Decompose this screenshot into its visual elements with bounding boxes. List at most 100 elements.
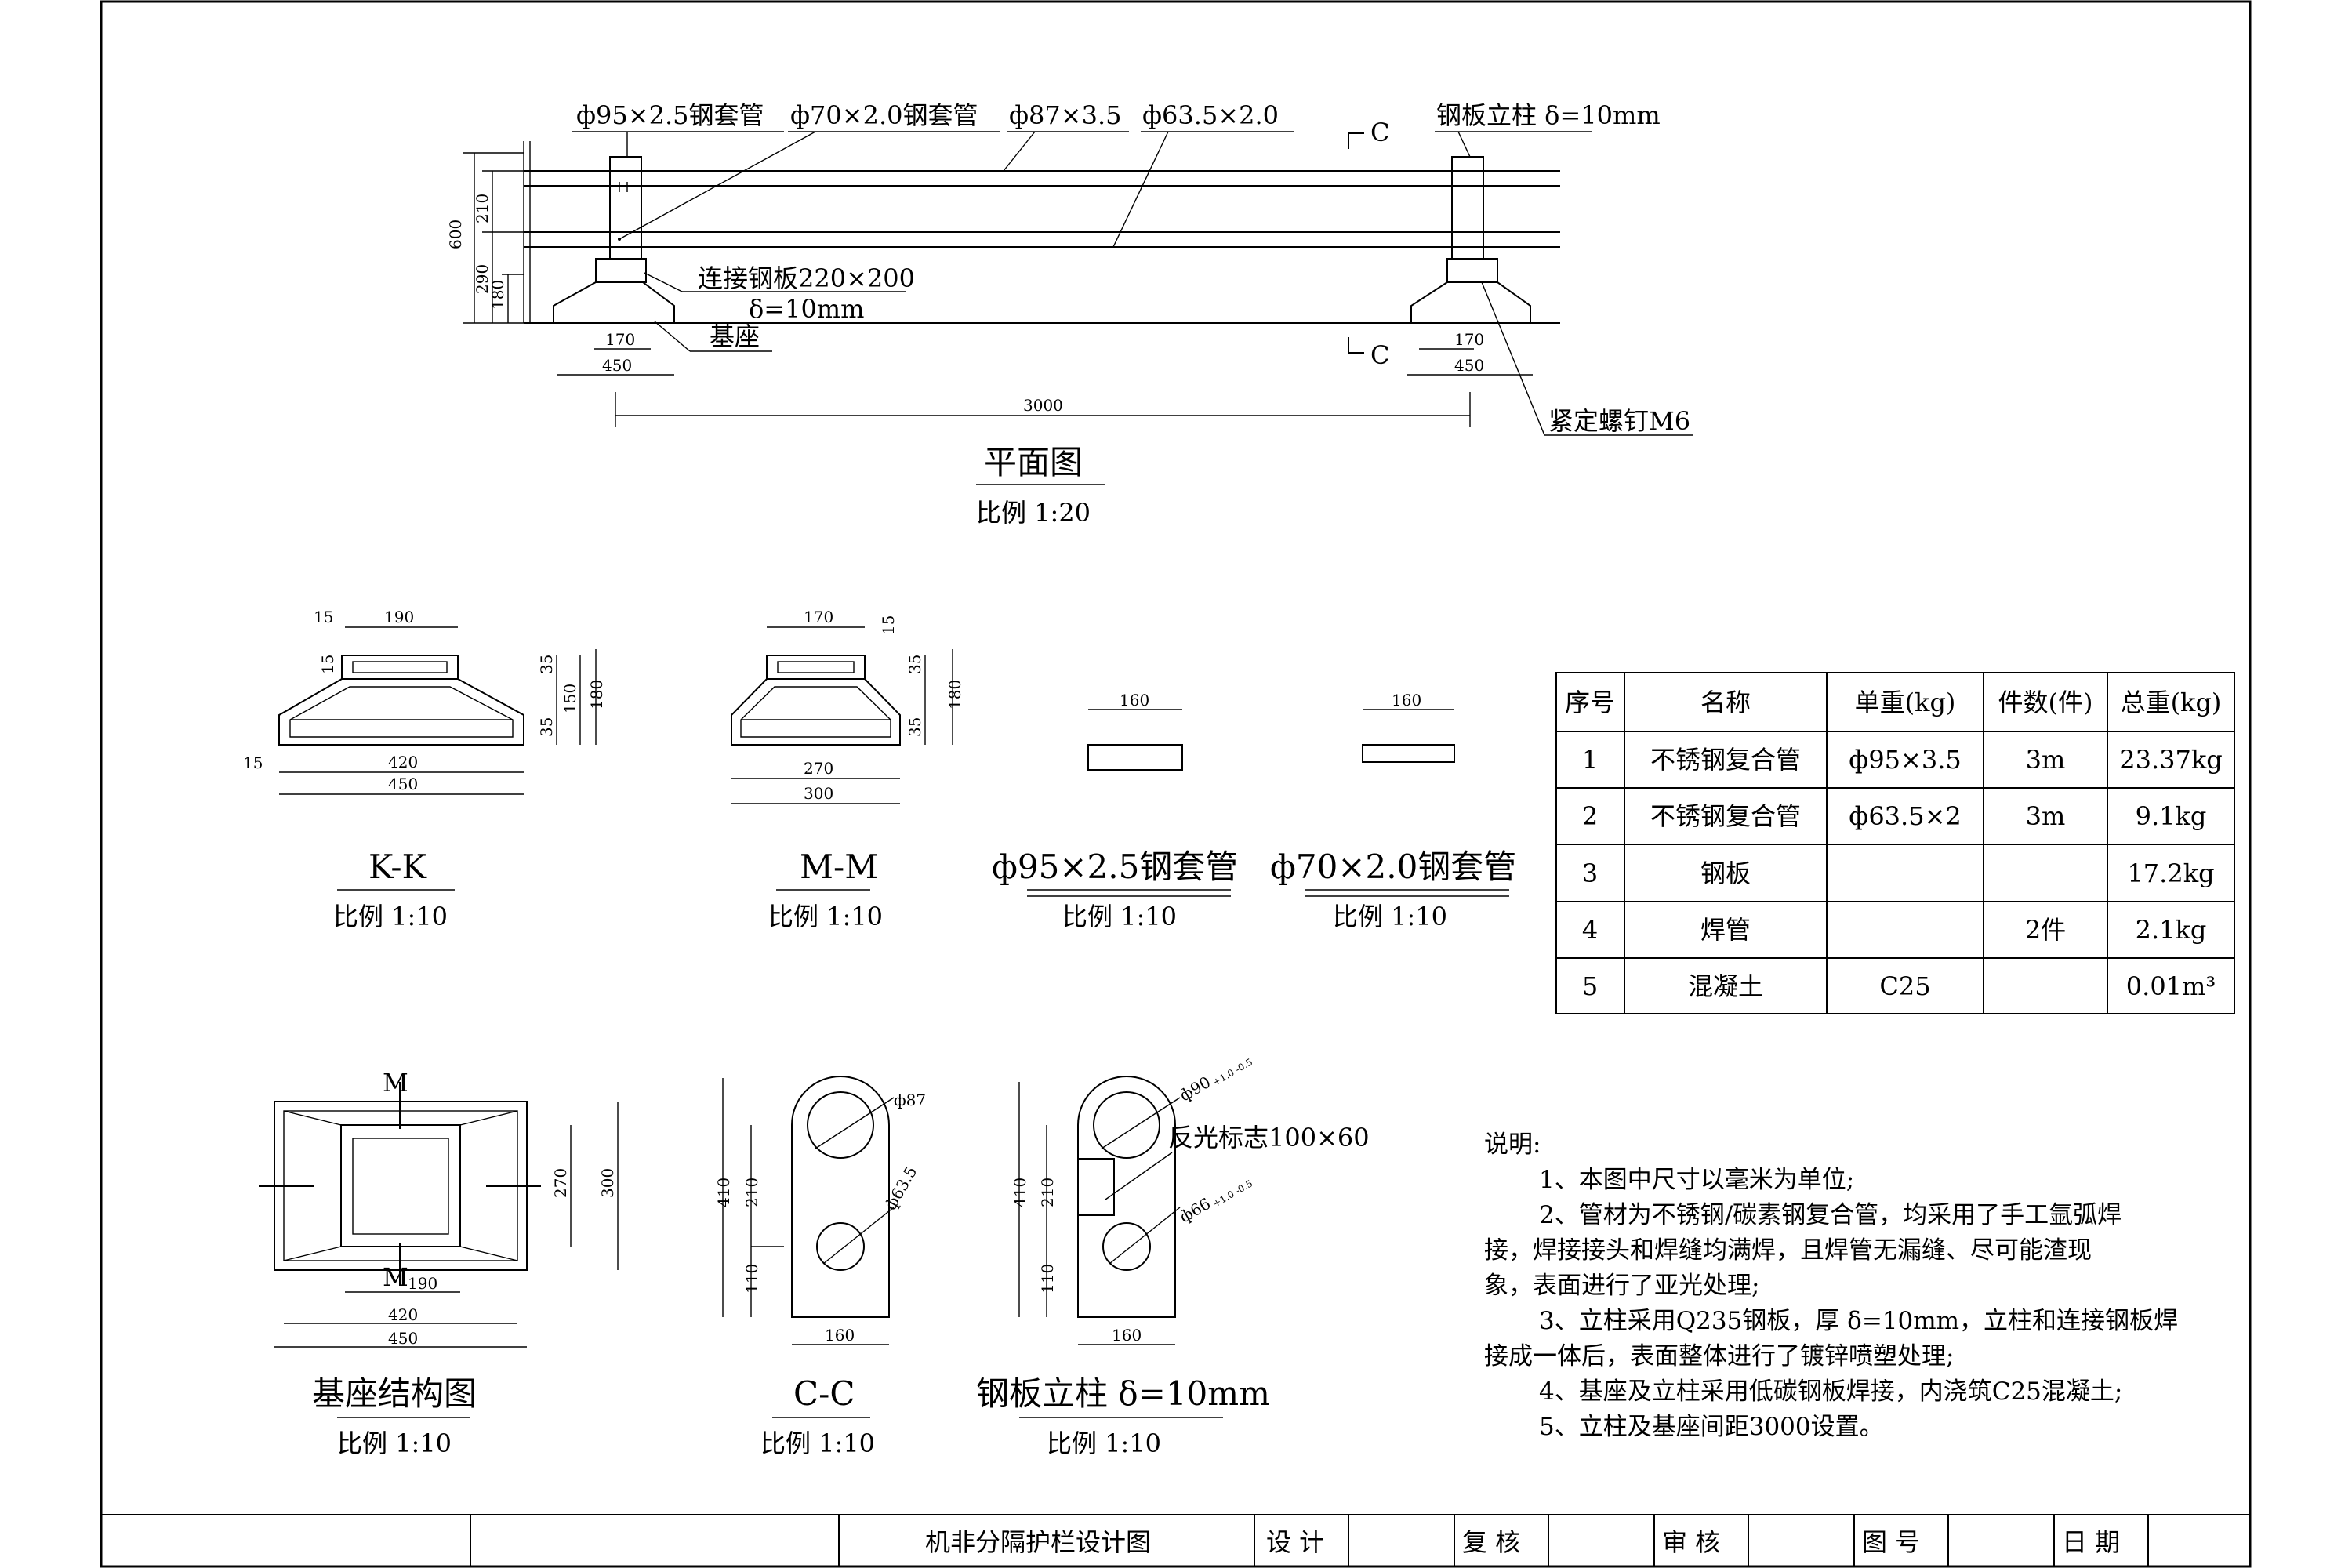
table-header-cell: 序号 (1565, 688, 1615, 717)
table-cell: 2件 (2025, 915, 2066, 945)
base-dim-190: 190 (408, 1274, 437, 1293)
sleeve70-scale: 比例 1:10 (1333, 902, 1447, 931)
cc-dim-160: 160 (825, 1326, 855, 1345)
sleeve70-dim-160: 160 (1392, 691, 1421, 710)
mm-dim-15: 15 (879, 615, 898, 635)
notes-block: 说明: 1、本图中尺寸以毫米为单位; 2、管材为不锈钢/碳素钢复合管，均采用了手… (1484, 1131, 2178, 1441)
section-kk: 15 190 15 15 35 150 180 35 420 450 K-K 比… (243, 608, 606, 931)
kk-title: K-K (368, 848, 428, 886)
table-cell: 2 (1582, 801, 1598, 831)
plan-title: 平面图 (984, 443, 1083, 481)
cc-scale: 比例 1:10 (760, 1428, 875, 1458)
post-dim-110: 110 (1038, 1264, 1057, 1294)
table-cell: ф63.5×2 (1849, 801, 1961, 831)
post-dim-tol90: +1.0 -0.5 (1211, 1056, 1255, 1087)
table-cell: 1 (1582, 745, 1598, 775)
plan-scale: 比例 1:20 (976, 498, 1091, 528)
table-cell: 不锈钢复合管 (1650, 745, 1801, 775)
section-mm: 170 15 35 180 35 270 300 M-M 比例 1:10 (731, 608, 964, 931)
table-cell: 23.37kg (2119, 745, 2222, 775)
plan-dim-170-left: 170 (605, 330, 635, 349)
sleeve95-title: ф95×2.5钢套管 (992, 848, 1238, 886)
mm-dim-35b: 35 (906, 717, 924, 737)
kk-dim-35b: 35 (537, 717, 556, 737)
post-dim-phi66: ф66 (1177, 1194, 1214, 1226)
table-cell: 17.2kg (2127, 858, 2214, 888)
mm-dim-170: 170 (804, 608, 833, 626)
plan-label-sleeve95: ф95×2.5钢套管 (576, 100, 764, 130)
table-cell: 4 (1582, 915, 1598, 945)
table-cell: 混凝土 (1688, 971, 1763, 1001)
titleblock-date: 日 期 (2062, 1527, 2120, 1557)
notes-line-5: 3、立柱采用Q235钢板，厚 δ=10mm，立柱和连接钢板焊 (1539, 1307, 2178, 1335)
post-label-reflector: 反光标志100×60 (1168, 1123, 1370, 1152)
titleblock-check: 复 核 (1462, 1527, 1520, 1557)
table-cell: 2.1kg (2136, 915, 2207, 945)
kk-dim-35a: 35 (537, 655, 556, 674)
post-dim-210: 210 (1038, 1178, 1057, 1207)
plan-label-base: 基座 (710, 321, 760, 351)
mm-dim-180: 180 (946, 680, 964, 710)
base-mark-m-bottom: M (383, 1262, 408, 1292)
cc-title: C-C (793, 1374, 855, 1413)
cc-dim-210: 210 (742, 1178, 761, 1207)
sleeve-70-detail: 160 ф70×2.0钢套管 比例 1:10 (1270, 691, 1516, 931)
sheet-border (100, 0, 2252, 1568)
plan-label-post: 钢板立柱 δ=10mm (1436, 100, 1661, 130)
post-dim-160: 160 (1112, 1326, 1142, 1345)
plan-dim-180: 180 (488, 280, 507, 310)
notes-line-1: 1、本图中尺寸以毫米为单位; (1539, 1166, 1854, 1194)
plan-dim-600: 600 (446, 220, 465, 249)
steel-post-detail: ф90 +1.0 -0.5 ф66 +1.0 -0.5 反光标志100×60 4… (976, 1056, 1370, 1458)
plan-label-pipe63: ф63.5×2.0 (1142, 100, 1279, 130)
notes-line-3: 接，焊接接头和焊缝均满焊，且焊管无漏缝、尽可能渣现 (1484, 1236, 2092, 1265)
table-cell: 5 (1582, 971, 1598, 1001)
table-cell: 3 (1582, 858, 1598, 888)
plan-dim-210: 210 (473, 194, 492, 223)
kk-dim-150: 150 (561, 684, 579, 713)
plan-dim-170-right: 170 (1454, 330, 1484, 349)
table-header-cell: 件数(件) (1998, 688, 2093, 717)
base-dim-420: 420 (388, 1305, 418, 1324)
table-header-cell: 总重(kg) (2121, 688, 2222, 717)
table-cell: 3m (2026, 801, 2066, 831)
mm-dim-300: 300 (804, 784, 833, 803)
section-cc: ф87 ф63.5 410 210 110 160 C-C 比例 1:10 (714, 1076, 926, 1458)
sleeve-95-detail: 160 ф95×2.5钢套管 比例 1:10 (992, 691, 1238, 931)
post-dim-phi90: ф90 (1177, 1073, 1214, 1105)
table-cell: 焊管 (1700, 915, 1751, 945)
kk-dim-450: 450 (388, 775, 418, 793)
titleblock-review: 审 核 (1662, 1527, 1720, 1557)
table-cell: ф95×3.5 (1849, 745, 1961, 775)
cc-dim-410: 410 (714, 1178, 733, 1207)
kk-scale: 比例 1:10 (333, 902, 448, 931)
sleeve95-dim-160: 160 (1120, 691, 1149, 710)
post-dim-410: 410 (1011, 1178, 1029, 1207)
plan-label-connplate-thickness: δ=10mm (749, 294, 864, 324)
titleblock-drawing-no: 图 号 (1862, 1527, 1920, 1557)
kk-dim-15b: 15 (318, 655, 337, 674)
plan-section-c-top: C (1370, 118, 1389, 147)
base-dim-300: 300 (598, 1168, 617, 1198)
plan-label-sleeve70: ф70×2.0钢套管 (790, 100, 978, 130)
mm-dim-35a: 35 (906, 655, 924, 674)
plan-label-pipe87: ф87×3.5 (1009, 100, 1121, 130)
material-table (1555, 672, 2235, 1014)
table-cell: 9.1kg (2136, 801, 2207, 831)
title-block: 机非分隔护栏设计图 设 计 复 核 审 核 图 号 日 期 (101, 1514, 2250, 1566)
base-mark-m-top: M (383, 1068, 408, 1098)
base-dim-270: 270 (551, 1168, 570, 1198)
notes-line-4: 象，表面进行了亚光处理; (1484, 1272, 1759, 1300)
notes-line-6: 接成一体后，表面整体进行了镀锌喷塑处理; (1484, 1342, 1954, 1370)
table-cell: 不锈钢复合管 (1650, 801, 1801, 831)
kk-dim-15c: 15 (243, 753, 263, 772)
post-title: 钢板立柱 δ=10mm (976, 1374, 1270, 1413)
plan-dim-290: 290 (473, 264, 492, 294)
kk-dim-420: 420 (388, 753, 418, 771)
mm-title: M-M (800, 848, 878, 886)
kk-dim-15a: 15 (314, 608, 333, 626)
sleeve95-scale: 比例 1:10 (1062, 902, 1177, 931)
plan-section-c-bottom: C (1370, 340, 1389, 370)
